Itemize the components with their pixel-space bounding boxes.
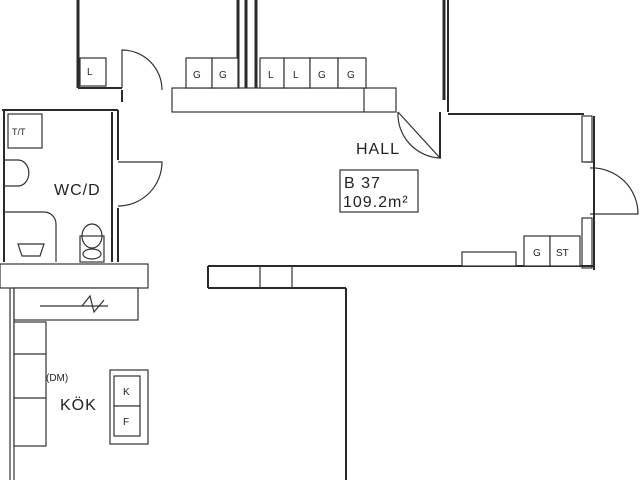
kitchen-note: (DM) [46, 373, 68, 384]
basin-icon [17, 243, 45, 257]
wc-room [2, 109, 119, 263]
room-label-hall: HALL [356, 141, 400, 158]
mark-f: F [123, 417, 129, 428]
apartment-area: 109.2m² [343, 194, 409, 211]
apartment-id: B 37 [344, 175, 381, 192]
sink-icon [4, 159, 30, 187]
hall-walls [208, 113, 595, 270]
mark-g-1: G [193, 70, 201, 81]
upper-walls [76, 0, 449, 112]
mark-g-2: G [219, 70, 227, 81]
apartment-id-box [339, 169, 419, 213]
mark-tt: T/T [12, 127, 26, 137]
room-label-kitchen: KÖK [60, 396, 97, 414]
door-arc-hall [397, 111, 442, 159]
wardrobe-row [79, 57, 397, 113]
mark-l-top-left: L [87, 67, 93, 78]
door-arc-top [121, 49, 163, 91]
shower-icon [4, 211, 57, 262]
kitchen-area [0, 263, 347, 480]
counter-break-icon [81, 294, 105, 314]
mark-st: ST [556, 248, 569, 259]
mark-l-1: L [268, 70, 274, 81]
mark-l-2: L [293, 70, 299, 81]
door-arc-right [589, 167, 639, 215]
mark-g-right: G [533, 248, 541, 259]
mark-g-4: G [347, 70, 355, 81]
toilet-icon [81, 223, 103, 249]
room-label-wc: WC/D [54, 182, 101, 199]
door-arcs [117, 49, 639, 215]
mark-k: K [123, 387, 130, 398]
mark-g-3: G [318, 70, 326, 81]
door-arc-wc [117, 161, 163, 207]
